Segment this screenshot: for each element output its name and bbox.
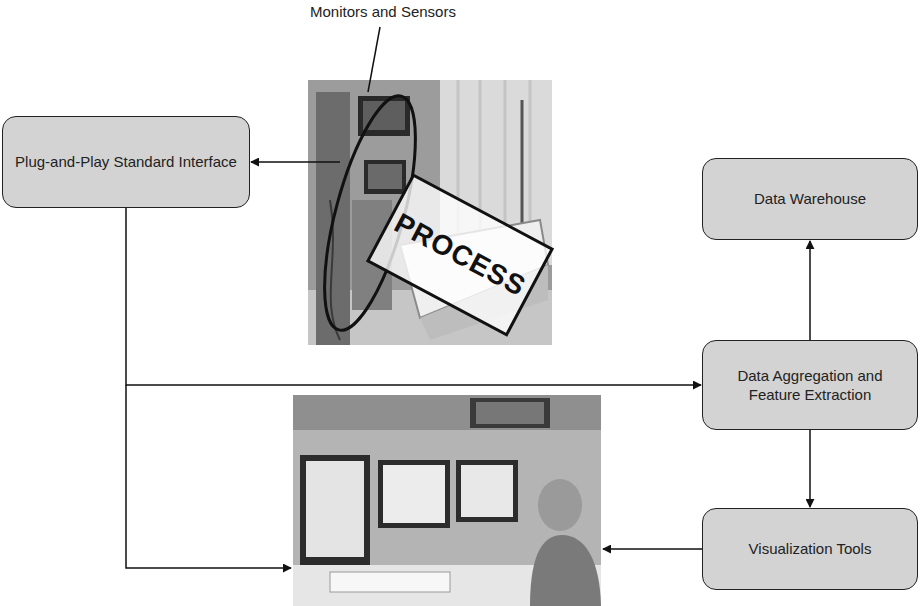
process-box: Plug-and-Play Standard Interface <box>2 116 250 208</box>
node-label: Plug-and-Play Standard Interface <box>15 152 237 172</box>
split-line <box>126 385 291 568</box>
process-box: Visualization Tools <box>702 508 918 590</box>
display-arrow <box>603 548 702 550</box>
workstation-photo <box>293 395 601 606</box>
flow-arrow <box>809 430 811 507</box>
node-label: Data Warehouse <box>754 189 866 209</box>
process-box: Data Aggregation and Feature Extraction <box>702 340 918 430</box>
icu-photo <box>308 80 552 345</box>
callout-label: Monitors and Sensors <box>310 2 456 22</box>
process-frame: PROCESS <box>366 173 554 336</box>
flow-arrow <box>251 161 340 163</box>
flow-arrow <box>809 241 811 340</box>
process-box: Data Warehouse <box>702 158 918 240</box>
leader-line <box>368 27 380 92</box>
node-label: Data Aggregation and Feature Extraction <box>713 366 907 405</box>
node-label: Visualization Tools <box>749 539 872 559</box>
